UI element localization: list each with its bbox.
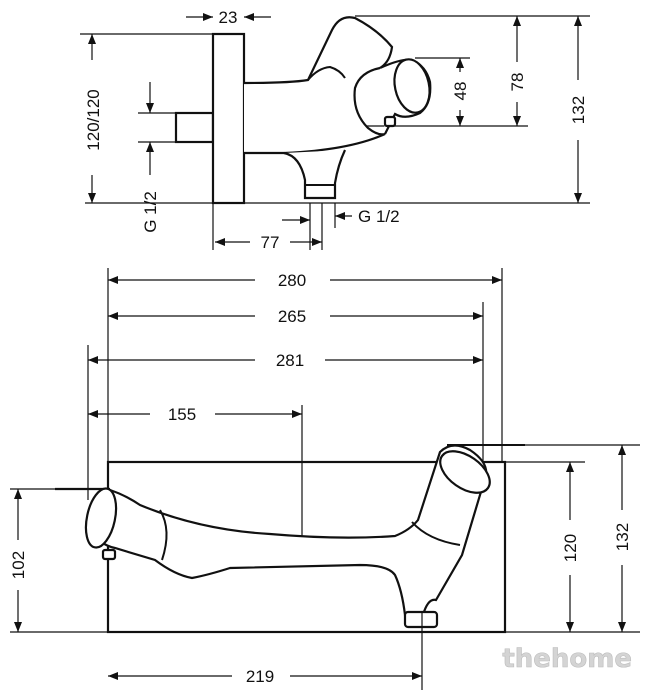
watermark: thehome xyxy=(502,644,632,674)
left-knob-ring xyxy=(159,509,168,561)
dim-219: 219 xyxy=(246,667,274,686)
dim-lever-to-axis: 78 xyxy=(508,73,527,92)
dim-plate-depth: 23 xyxy=(219,8,238,27)
dim-280: 280 xyxy=(278,271,306,290)
inlet-stub xyxy=(174,111,215,144)
lever-face xyxy=(439,450,491,494)
dim-132: 132 xyxy=(613,523,632,551)
lever-outline xyxy=(243,16,394,85)
dim-281: 281 xyxy=(276,351,304,370)
lever-ring xyxy=(411,521,461,546)
lever-base xyxy=(307,65,346,81)
left-knob-face xyxy=(84,487,118,549)
dim-outlet-thread: G 1/2 xyxy=(358,207,400,226)
faucet-body xyxy=(88,444,488,617)
dim-inlet-thread: G 1/2 xyxy=(141,191,160,233)
knob-pin xyxy=(383,115,397,128)
outlet-nozzle xyxy=(403,610,439,629)
dim-120: 120 xyxy=(561,534,580,562)
dim-102: 102 xyxy=(9,551,28,579)
left-knob-pin xyxy=(101,548,117,561)
dim-265: 265 xyxy=(278,307,306,326)
dim-155: 155 xyxy=(168,405,196,424)
front-view: 280 265 281 155 102 120 132 xyxy=(9,268,640,690)
outlet-spout xyxy=(283,149,346,200)
dim-wall-height: 120/120 xyxy=(84,89,103,150)
dim-total-height: 132 xyxy=(569,96,588,124)
body-outline xyxy=(244,66,386,155)
dim-knob-height: 48 xyxy=(451,82,470,101)
dim-outlet-projection: 77 xyxy=(261,233,280,252)
wall-plate xyxy=(211,32,246,205)
side-view: 23 120/120 G 1/2 G 1/2 77 48 78 132 xyxy=(80,8,590,252)
knob-face xyxy=(393,58,431,114)
